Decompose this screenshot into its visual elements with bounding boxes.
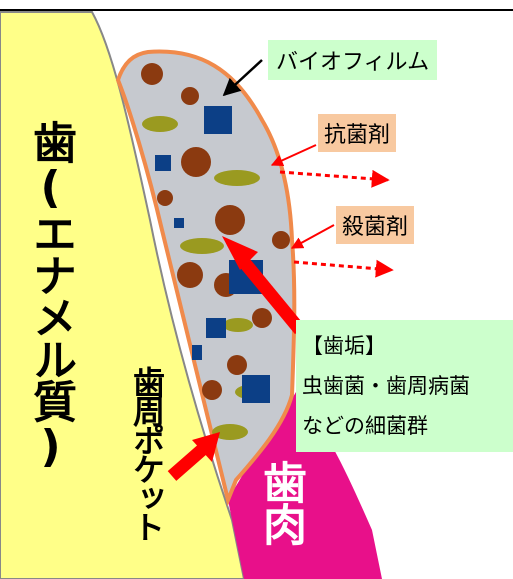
antibacterial-pointer-arrow bbox=[270, 144, 317, 166]
bactericide-label: 殺菌剤 bbox=[336, 206, 415, 244]
plaque-big-arrow bbox=[222, 236, 306, 335]
plaque-description-box: 【歯垢】 虫歯菌・歯周病菌 などの細菌群 bbox=[296, 320, 513, 452]
tooth-enamel bbox=[0, 11, 246, 579]
antibacterial-label: 抗菌剤 bbox=[318, 114, 397, 152]
biofilm-pointer-arrow bbox=[222, 59, 263, 97]
plaque-title: 【歯垢】 bbox=[302, 334, 386, 358]
antibacterial-dotted-arrow bbox=[279, 169, 390, 188]
pocket-big-arrow bbox=[167, 432, 220, 481]
bactericide-pointer-arrow bbox=[290, 224, 335, 249]
bacteria-brown-group bbox=[141, 63, 290, 400]
plaque-line-1: 虫歯菌・歯周病菌 bbox=[302, 374, 470, 398]
gum-label: 歯肉 bbox=[255, 460, 306, 544]
tooth-label: 歯(エナメル質) bbox=[25, 120, 76, 470]
biofilm-label: バイオフィルム bbox=[268, 40, 438, 80]
bactericide-dotted-arrow bbox=[293, 259, 394, 278]
bacteria-navy-group bbox=[155, 106, 270, 403]
plaque-line-2: などの細菌群 bbox=[302, 414, 428, 438]
pocket-label: 歯周ポケット bbox=[128, 366, 166, 540]
